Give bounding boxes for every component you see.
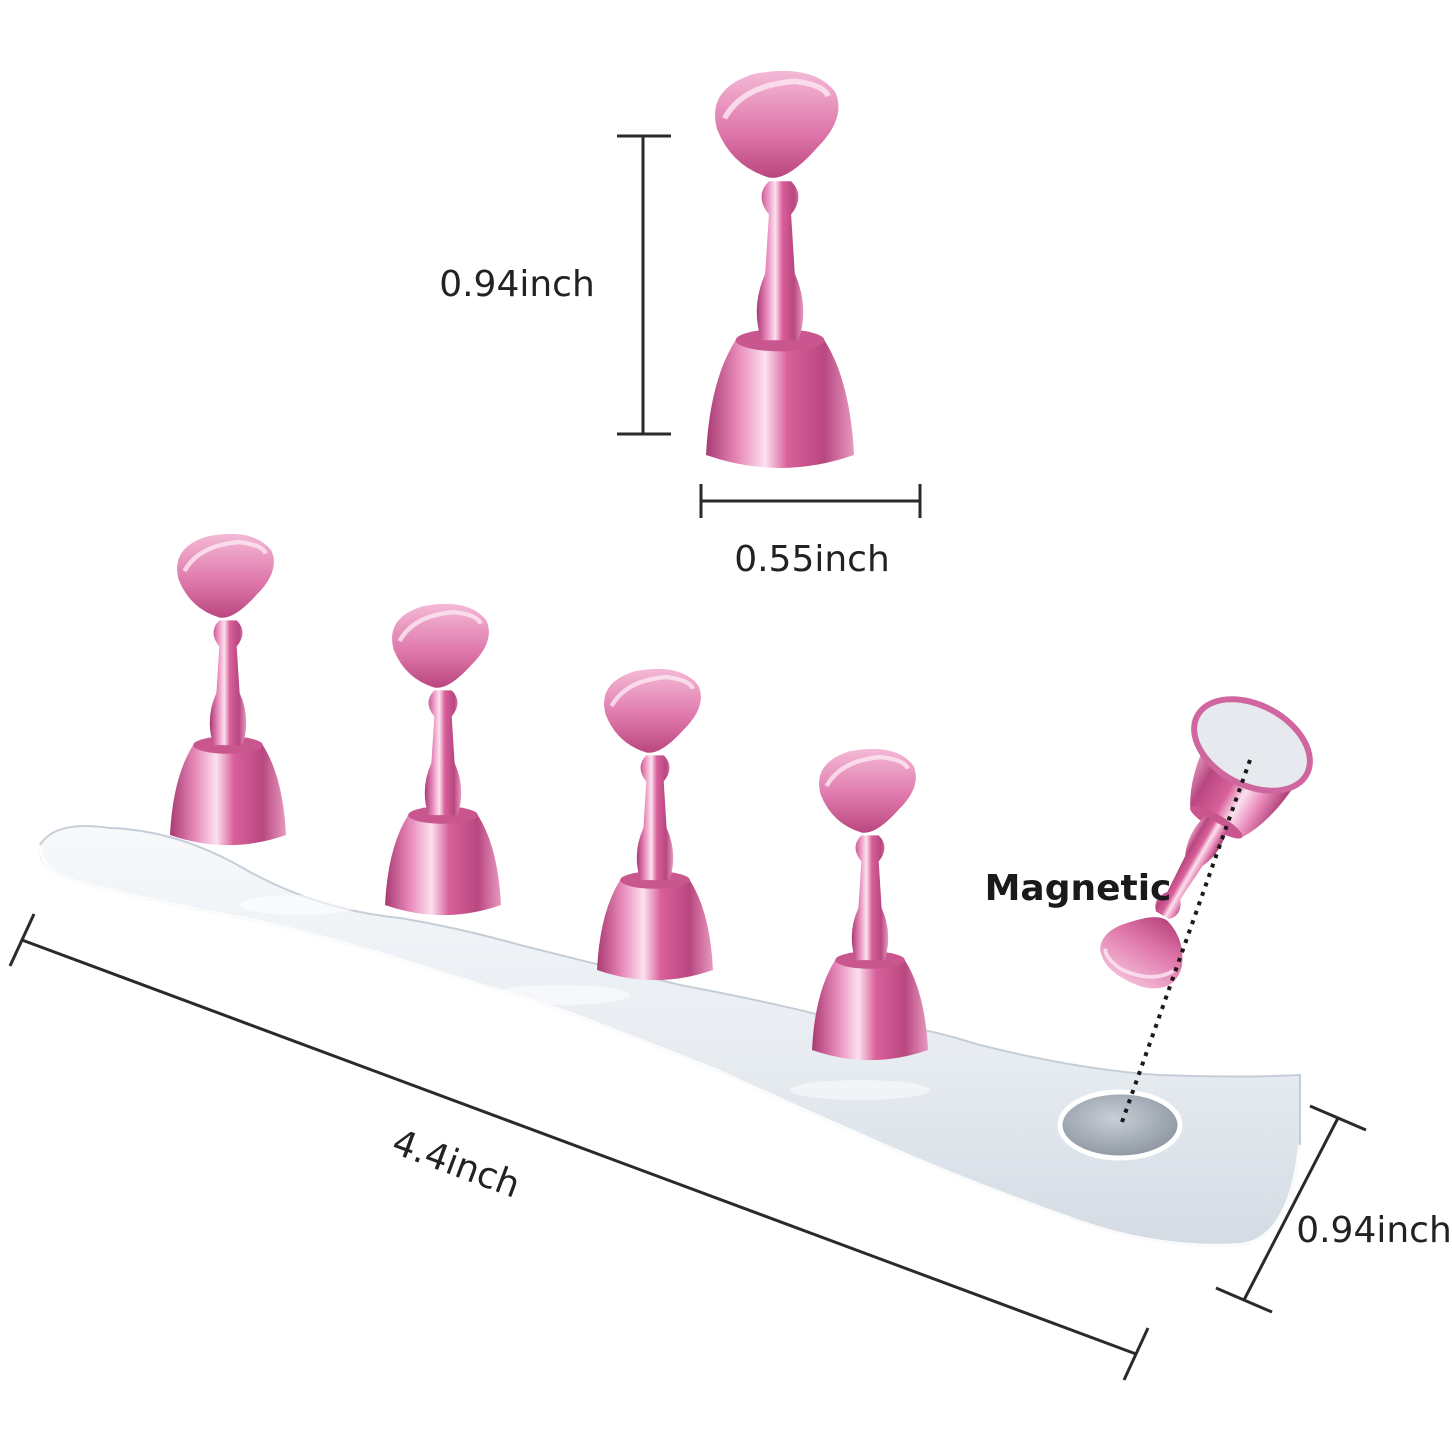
- width-label-top: 0.55inch: [734, 539, 890, 580]
- featured-holder: [706, 71, 854, 468]
- magnetic-connector: Magnetic: [985, 759, 1252, 1123]
- base-magnet: [1057, 1089, 1183, 1161]
- magnetic-label: Magnetic: [985, 868, 1172, 909]
- depth-dimension-base: 0.94inch: [1215, 1104, 1452, 1314]
- holder-1: [170, 534, 286, 845]
- holder-2: [385, 604, 501, 915]
- detached-holder: [1080, 696, 1313, 1007]
- holder-3: [597, 669, 713, 980]
- depth-label-base: 0.94inch: [1296, 1210, 1452, 1251]
- holder-magnet-face: [1191, 696, 1313, 794]
- height-dimension-top: 0.94inch: [439, 134, 671, 436]
- length-label-base: 4.4inch: [387, 1122, 526, 1207]
- width-dimension-top: 0.55inch: [699, 484, 922, 580]
- height-label-top: 0.94inch: [439, 264, 595, 305]
- acrylic-base: [38, 825, 1302, 1248]
- holder-4: [812, 749, 928, 1060]
